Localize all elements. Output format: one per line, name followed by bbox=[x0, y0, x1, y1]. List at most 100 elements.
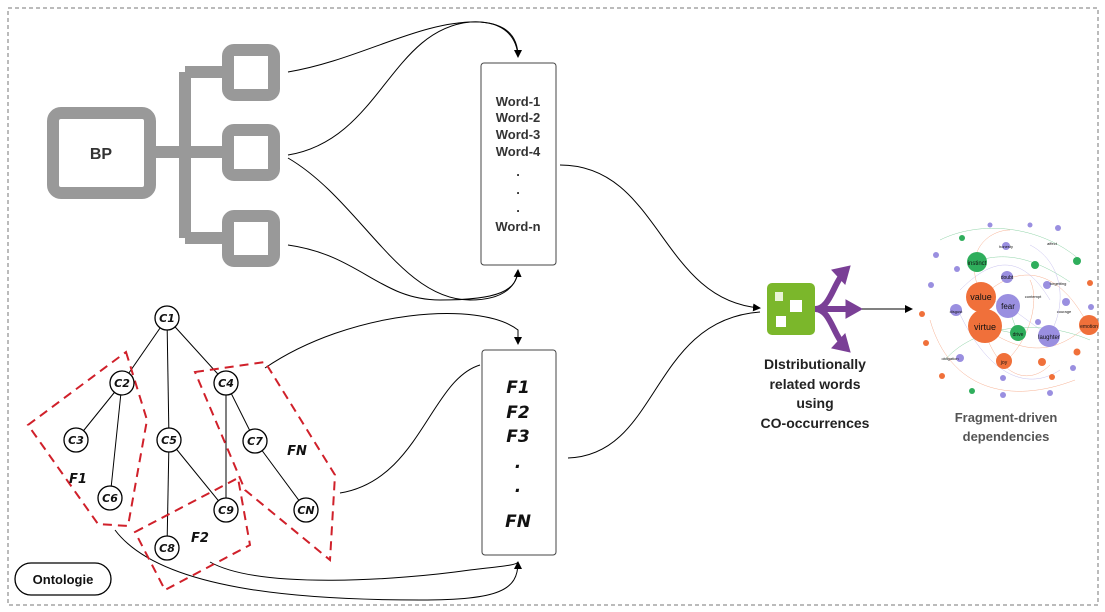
caption-line: using bbox=[796, 395, 833, 411]
network-label: forgetting bbox=[1050, 281, 1067, 286]
network-label: emotion bbox=[1080, 324, 1098, 330]
word-item: Word-4 bbox=[496, 144, 541, 159]
fragment-item: F1 bbox=[506, 378, 529, 398]
concept-label: C8 bbox=[159, 542, 175, 555]
distributional-caption: DIstributionally related words using CO-… bbox=[761, 356, 870, 431]
caption-line: CO-occurrences bbox=[761, 415, 870, 431]
network-big-nodes bbox=[950, 252, 1099, 369]
fragment-label-fn: FN bbox=[287, 444, 307, 459]
word-item: . bbox=[516, 200, 520, 215]
outer-frame bbox=[7, 7, 1099, 606]
caption-line: related words bbox=[769, 376, 860, 392]
concept-label: C3 bbox=[68, 434, 84, 447]
concept-label: C7 bbox=[247, 435, 263, 448]
network-label: doubt bbox=[1001, 275, 1014, 281]
ontology-edges bbox=[75, 317, 307, 549]
network-label: value bbox=[970, 292, 992, 302]
node-virtue bbox=[968, 309, 1002, 343]
fragment-box bbox=[481, 349, 557, 556]
main-connectors bbox=[559, 164, 761, 459]
network-label: affect bbox=[1047, 241, 1058, 246]
ontology-node-labels: C1 C2 C3 C4 C5 C6 C7 C8 C9 CN bbox=[68, 312, 315, 555]
concept-label: C6 bbox=[102, 492, 118, 505]
node-doubt bbox=[1001, 271, 1013, 283]
concept-node-c9 bbox=[213, 497, 239, 523]
fragment-outline-f2 bbox=[133, 476, 252, 592]
split-arrows-icon bbox=[814, 265, 864, 353]
word-item: Word-3 bbox=[496, 127, 541, 142]
distribution-icon bbox=[767, 283, 815, 335]
concept-label: C2 bbox=[114, 377, 130, 390]
network-label: honesty bbox=[999, 244, 1013, 249]
concept-label: C9 bbox=[218, 504, 234, 517]
network-label: joy bbox=[1000, 360, 1008, 366]
network-label: drive bbox=[1013, 332, 1024, 338]
word-item: Word-2 bbox=[496, 110, 541, 125]
fragment-list: F1 F2 F3 . . FN bbox=[505, 378, 531, 532]
network-label: instinct bbox=[968, 261, 987, 267]
network-label: virtue bbox=[974, 322, 996, 332]
caption-line: Fragment-driven bbox=[955, 410, 1058, 425]
node-obligation bbox=[956, 354, 964, 362]
concept-node-c3 bbox=[63, 427, 89, 453]
bp-child-1 bbox=[222, 44, 280, 101]
concept-node-c6 bbox=[97, 485, 123, 511]
fragment-labels: F1 F2 FN bbox=[69, 444, 307, 546]
node-value bbox=[966, 282, 996, 312]
fragment-item: FN bbox=[505, 512, 531, 532]
concept-node-c5 bbox=[156, 427, 182, 453]
concept-label: C5 bbox=[161, 434, 177, 447]
word-list: Word-1 Word-2 Word-3 Word-4 . . . Word-n bbox=[495, 94, 541, 234]
ontology-label: Ontologie bbox=[33, 572, 94, 587]
network-labels: value virtue fear instinct laughter emot… bbox=[941, 241, 1098, 366]
caption-line: DIstributionally bbox=[764, 356, 866, 372]
network-label: obligation bbox=[941, 356, 958, 361]
bp-connectors bbox=[287, 21, 522, 301]
node-drive bbox=[1010, 325, 1026, 341]
node-laughter bbox=[1038, 325, 1060, 347]
fragment-item: . bbox=[515, 477, 521, 497]
word-item: . bbox=[516, 182, 520, 197]
word-item: . bbox=[516, 164, 520, 179]
ontology-pill bbox=[14, 562, 112, 596]
concept-node-c1 bbox=[154, 305, 180, 331]
concept-node-c4 bbox=[213, 370, 239, 396]
fragment-outline-fn bbox=[193, 360, 337, 563]
network-label: laughter bbox=[1038, 335, 1060, 341]
ontology-connectors bbox=[114, 313, 522, 601]
network-label: disgust bbox=[950, 309, 964, 314]
bp-structure bbox=[47, 44, 280, 267]
network-label: courage bbox=[1057, 309, 1072, 314]
node-instinct bbox=[967, 252, 987, 272]
word-item: Word-1 bbox=[496, 94, 541, 109]
fragment-label-f1: F1 bbox=[69, 472, 87, 487]
ontology-nodes bbox=[63, 305, 319, 561]
network-graph: value virtue fear instinct laughter emot… bbox=[919, 222, 1099, 398]
concept-node-cn bbox=[293, 497, 319, 523]
word-item: Word-n bbox=[495, 219, 540, 234]
fragment-item: F3 bbox=[506, 427, 529, 447]
concept-node-c8 bbox=[154, 535, 180, 561]
network-caption: Fragment-driven dependencies bbox=[955, 410, 1058, 444]
concept-label: C4 bbox=[218, 377, 234, 390]
bp-child-3 bbox=[222, 210, 280, 267]
fragment-outline-f1 bbox=[26, 350, 149, 528]
bp-box bbox=[47, 107, 156, 199]
fragment-item: F2 bbox=[506, 403, 529, 423]
node-joy bbox=[996, 353, 1012, 369]
word-box bbox=[480, 62, 557, 266]
caption-line: dependencies bbox=[963, 429, 1050, 444]
bp-label: BP bbox=[90, 146, 113, 163]
network-label: contempt bbox=[1025, 294, 1042, 299]
concept-label: C1 bbox=[159, 312, 175, 325]
bp-child-2 bbox=[222, 124, 280, 181]
concept-node-c7 bbox=[242, 428, 268, 454]
fragment-item: . bbox=[515, 453, 521, 473]
fragment-outlines bbox=[26, 350, 337, 592]
network-label: fear bbox=[1001, 302, 1015, 311]
node-disgust bbox=[950, 304, 962, 316]
node-fear bbox=[996, 294, 1020, 318]
concept-label: CN bbox=[297, 504, 314, 517]
